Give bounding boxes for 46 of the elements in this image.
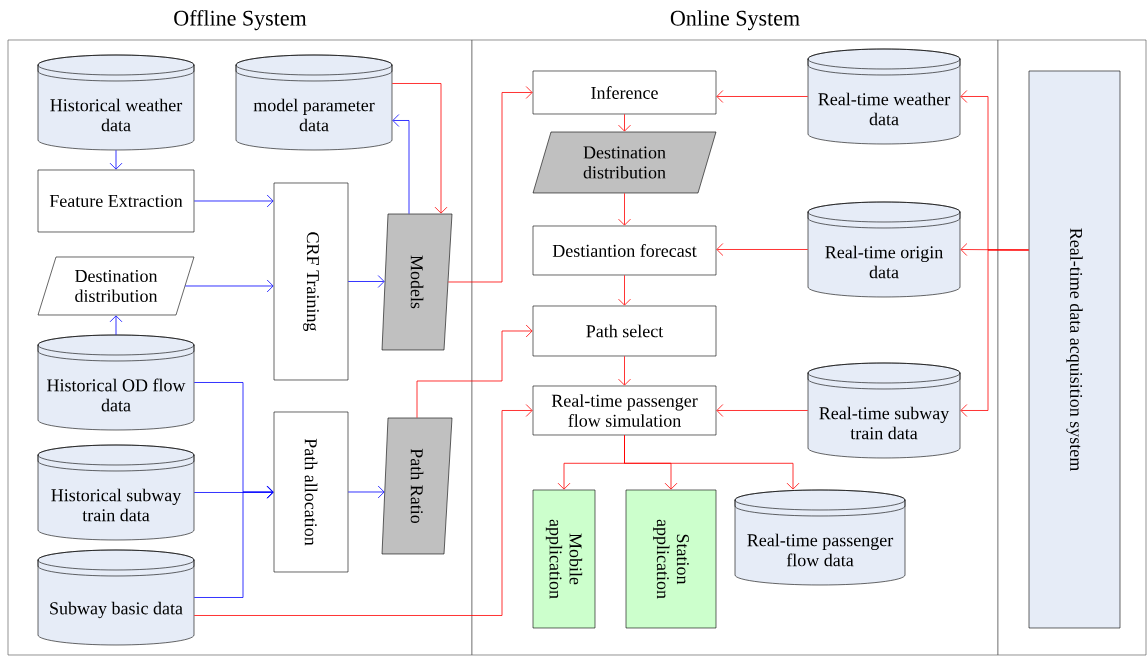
- process-box: Mobile application: [532, 489, 596, 629]
- database-cylinder: Real-time subway train data: [807, 362, 961, 459]
- data-parallelogram: Models: [381, 213, 453, 351]
- arrow: [347, 275, 385, 288]
- data-parallelogram: Path Ratio: [381, 417, 453, 555]
- arrow: [109, 315, 123, 336]
- arrow: [716, 90, 809, 103]
- arrow: [618, 274, 631, 306]
- process-box: Inference: [532, 70, 717, 115]
- database-cylinder: model parameter data: [235, 54, 393, 151]
- database-cylinder: Real-time weather data: [807, 48, 961, 145]
- process-box: Feature Extraction: [37, 169, 195, 233]
- arrow: [391, 83, 448, 214]
- arrow: [618, 355, 631, 386]
- arrow: [193, 485, 274, 598]
- process-box: CRF Training: [273, 182, 349, 381]
- node-label: Online System: [670, 10, 800, 31]
- arrow: [193, 194, 274, 208]
- arrow: [347, 485, 385, 499]
- arrow: [716, 243, 809, 256]
- database-cylinder: Historical subway train data: [37, 444, 195, 541]
- arrow: [624, 434, 800, 490]
- database-cylinder: Real-time passenger flow data: [734, 489, 906, 586]
- node-label: Offline System: [174, 9, 307, 31]
- arrow: [109, 149, 123, 170]
- arrow: [716, 404, 809, 417]
- database-cylinder: Historical OD flow data: [37, 334, 195, 431]
- data-parallelogram: Destination distribution: [37, 256, 195, 316]
- arrow: [416, 324, 533, 419]
- arrow: [618, 113, 631, 132]
- process-box: Path select: [532, 305, 717, 357]
- database-cylinder: Historical weather data: [37, 54, 195, 151]
- arrow: [193, 404, 533, 616]
- arrow: [447, 86, 533, 283]
- process-box: Path allocation: [273, 411, 349, 573]
- arrow: [618, 192, 631, 226]
- process-box: Real-time passenger flow simulation: [532, 385, 717, 436]
- database-cylinder: Real-time origin data: [807, 201, 961, 298]
- arrow: [392, 114, 410, 215]
- arrow: [193, 486, 274, 499]
- process-box: Destiantion forecast: [532, 225, 717, 276]
- process-box: Real-time data acquisition system: [1028, 70, 1121, 629]
- process-box: Station application: [625, 489, 717, 629]
- arrow: [960, 249, 1030, 417]
- database-cylinder: Subway basic data: [37, 549, 195, 646]
- arrow: [184, 279, 274, 293]
